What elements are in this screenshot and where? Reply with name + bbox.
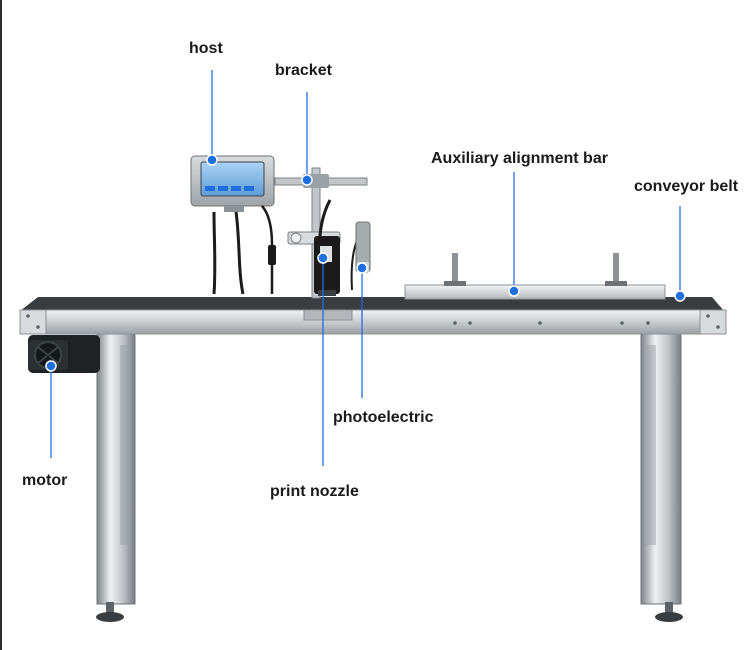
callout-lines — [50, 70, 681, 466]
motor-unit — [28, 335, 100, 373]
photoelectric-sensor — [350, 221, 371, 291]
host-label: host — [189, 40, 223, 57]
host-callout-dot — [206, 154, 218, 166]
left-leg — [96, 331, 136, 622]
conveyor-belt-callout-dot — [674, 290, 686, 302]
print-nozzle-label: print nozzle — [270, 483, 359, 500]
bracket-callout-dot — [301, 174, 313, 186]
motor-label: motor — [22, 472, 68, 489]
motor-callout-dot — [45, 360, 57, 372]
bracket-label: bracket — [275, 62, 332, 79]
right-leg — [640, 331, 683, 622]
alignment-bar-callout-dot — [508, 285, 520, 297]
frame-edge — [0, 0, 2, 650]
alignment-bar — [404, 253, 666, 300]
print-nozzle-callout-dot — [317, 252, 329, 264]
auxiliary-alignment-bar-label: Auxiliary alignment bar — [431, 150, 608, 167]
conveyor-belt-label: conveyor belt — [634, 178, 739, 195]
callout-dots — [45, 154, 686, 372]
conveyor-frame — [19, 297, 727, 335]
photoelectric-callout-dot — [356, 262, 368, 274]
photoelectric-label: photoelectric — [333, 409, 434, 426]
host-unit — [190, 155, 276, 295]
